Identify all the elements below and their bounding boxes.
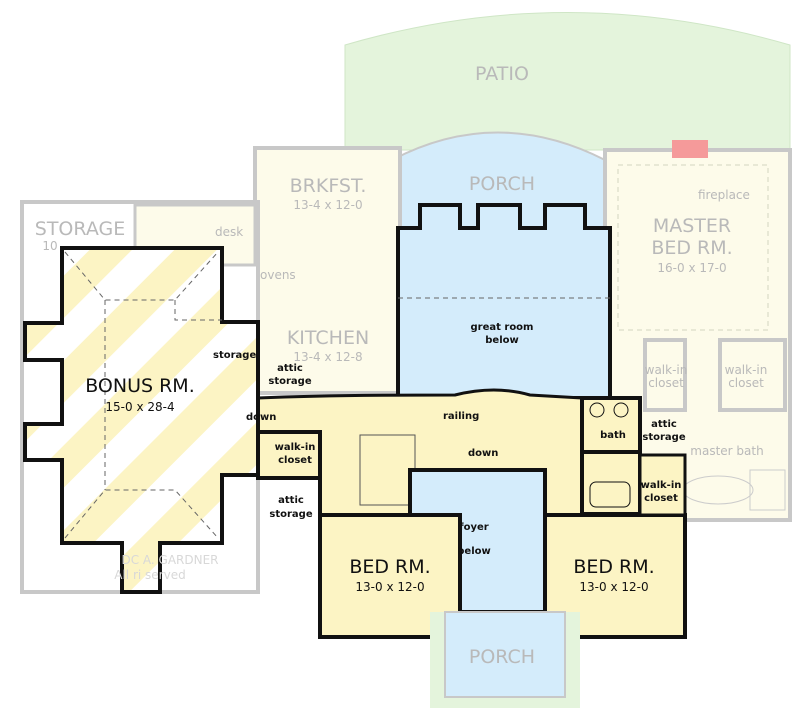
attic-storage-2b: storage (269, 509, 312, 520)
kitchen-dim: 13-4 x 12-8 (293, 350, 362, 364)
master-dim: 16-0 x 17-0 (657, 261, 726, 275)
copyright-line-1: DC A. GARDNER (121, 553, 218, 567)
patio-label: PATIO (475, 63, 529, 85)
bed-room-left-label: BED RM. (349, 556, 430, 578)
rear-porch-label: PORCH (469, 173, 535, 195)
patio-area (344, 12, 791, 151)
brkfst-dim: 13-4 x 12-0 (293, 198, 362, 212)
great-room-below-area (396, 203, 612, 400)
kitchen-label: KITCHEN (287, 327, 369, 349)
master-label-2: BED RM. (651, 237, 732, 259)
master-walkin-2: walk-in (725, 363, 768, 377)
attic-storage-1b: storage (268, 376, 311, 387)
walkin-closet-1: walk-in (275, 442, 316, 453)
attic-storage-2: attic (278, 495, 304, 506)
attic-storage-3: attic (651, 419, 677, 430)
walkin-closet-2: walk-in (641, 480, 682, 491)
down-label-1: down (246, 412, 276, 423)
fireplace-label: fireplace (698, 188, 750, 202)
attic-storage-1: attic (277, 363, 303, 374)
walkin-closet-2b: closet (644, 493, 678, 504)
master-walkin-1: walk-in (645, 363, 688, 377)
bath-label: bath (600, 430, 626, 441)
master-walkin-1b: closet (648, 376, 684, 390)
bed-room-right (543, 513, 687, 639)
down-label-2: down (468, 448, 498, 459)
bonus-room-label: BONUS RM. (85, 375, 195, 397)
fireplace-icon (672, 140, 708, 158)
brkfst-label: BRKFST. (290, 175, 367, 197)
walkin-closet-1b: closet (278, 455, 312, 466)
attic-storage-3b: storage (642, 432, 685, 443)
bed-room-right-label: BED RM. (573, 556, 654, 578)
bonus-room (23, 246, 260, 594)
bed-room-left-dim: 13-0 x 12-0 (355, 580, 424, 594)
front-porch-label: PORCH (469, 646, 535, 668)
bonus-room-dim: 15-0 x 28-4 (105, 400, 174, 414)
master-bath-label: master bath (690, 444, 763, 458)
great-room-label-b: below (485, 335, 518, 346)
railing-label: railing (443, 411, 479, 422)
foyer-label-b: below (457, 546, 490, 557)
storage-dim: 10 (42, 239, 57, 253)
ovens-label: ovens (260, 268, 296, 282)
foyer-label: foyer (459, 522, 489, 533)
storage-label: STORAGE (35, 218, 125, 240)
storage-small-label: storage (213, 350, 256, 361)
great-room-label: great room (471, 322, 534, 333)
master-walkin-2b: closet (728, 376, 764, 390)
bed-room-right-dim: 13-0 x 12-0 (579, 580, 648, 594)
copyright-line-2: All ri served (114, 568, 185, 582)
desk-label: desk (215, 225, 243, 239)
master-label-1: MASTER (653, 215, 731, 237)
bed-room-left (318, 478, 462, 639)
